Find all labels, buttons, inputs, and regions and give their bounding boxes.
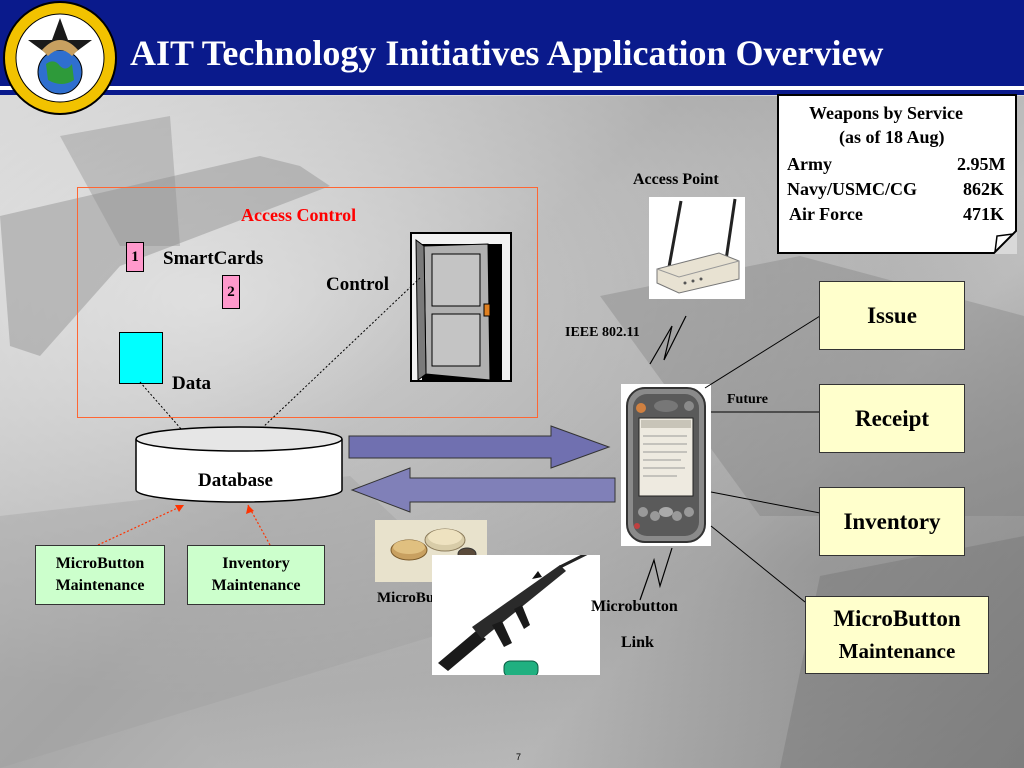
- mb-maint-line1: MicroButton: [55, 555, 145, 572]
- connector-pda-inventory: [710, 491, 821, 514]
- callout-service-navy: Navy/USMC/CG: [787, 179, 917, 199]
- microbutton-link-zigzag: [639, 547, 673, 601]
- inv-maint-line1: Inventory: [222, 555, 290, 572]
- callout-heading: Weapons by Service: [809, 103, 964, 123]
- access-control-title: Access Control: [241, 205, 357, 225]
- page-number: 7: [516, 752, 522, 762]
- data-card: [119, 332, 163, 384]
- callout-count-airforce: 471K: [963, 204, 1005, 224]
- inv-maint-line2: Maintenance: [211, 577, 301, 594]
- issue-label: Issue: [867, 302, 917, 328]
- database-cylinder: [135, 426, 343, 504]
- title-divider-2: [0, 90, 1024, 95]
- ieee-label: IEEE 802.11: [565, 325, 640, 340]
- arrow-from-pda: [350, 467, 616, 513]
- wireless-zigzag-ap: [649, 315, 687, 365]
- receipt-box: Receipt: [819, 384, 965, 453]
- mb-maint-right-line1: MicroButton: [833, 606, 961, 631]
- future-label: Future: [727, 392, 768, 407]
- microbutton-maintenance-right-box: MicroButton Maintenance: [805, 596, 989, 674]
- callout-service-army: Army: [787, 154, 832, 174]
- badge-1: 1: [126, 242, 144, 272]
- badge-2: 2: [222, 275, 240, 309]
- page-title: AIT Technology Initiatives Application O…: [130, 33, 884, 73]
- mb-maint-right-line2: Maintenance: [838, 639, 956, 663]
- connector-mb-maint-database: [97, 504, 185, 546]
- inventory-label: Inventory: [843, 508, 941, 534]
- title-divider: [0, 86, 1024, 90]
- control-label: Control: [326, 274, 389, 295]
- issue-box: Issue: [819, 281, 965, 350]
- inventory-maintenance-box: Inventory Maintenance: [187, 545, 325, 605]
- lia-seal-logo: [2, 0, 118, 116]
- callout-subheading: (as of 18 Aug): [839, 127, 945, 147]
- callout-count-navy: 862K: [963, 179, 1005, 199]
- inventory-box: Inventory: [819, 487, 965, 556]
- access-point-label: Access Point: [633, 171, 719, 188]
- access-point-image: [649, 197, 745, 299]
- connector-pda-mb-maint: [710, 525, 806, 603]
- rifle-image: [432, 549, 600, 678]
- title-bar: [0, 0, 1024, 86]
- mb-maint-line2: Maintenance: [55, 577, 145, 594]
- microbutton-link-label-line1: Microbutton: [591, 598, 678, 615]
- smartcards-label: SmartCards: [163, 248, 264, 269]
- microbutton-link-label-line2: Link: [621, 634, 654, 651]
- door-icon: [410, 232, 512, 382]
- callout-count-army: 2.95M: [957, 154, 1006, 174]
- data-label: Data: [172, 373, 212, 394]
- receipt-label: Receipt: [854, 405, 930, 431]
- connector-pda-issue: [704, 315, 821, 389]
- microbutton-maintenance-box: MicroButton Maintenance: [35, 545, 165, 605]
- connector-control-database: [259, 277, 421, 431]
- arrow-to-pda: [348, 425, 611, 469]
- access-control-frame: [77, 187, 538, 418]
- pda-device-image: [621, 384, 711, 546]
- weapons-by-service-callout: Weapons by Service (as of 18 Aug) Army 2…: [777, 94, 1017, 254]
- folded-corner: [993, 230, 1017, 254]
- connector-data-database: [139, 381, 183, 431]
- database-label: Database: [198, 470, 273, 491]
- callout-service-airforce: Air Force: [789, 204, 863, 224]
